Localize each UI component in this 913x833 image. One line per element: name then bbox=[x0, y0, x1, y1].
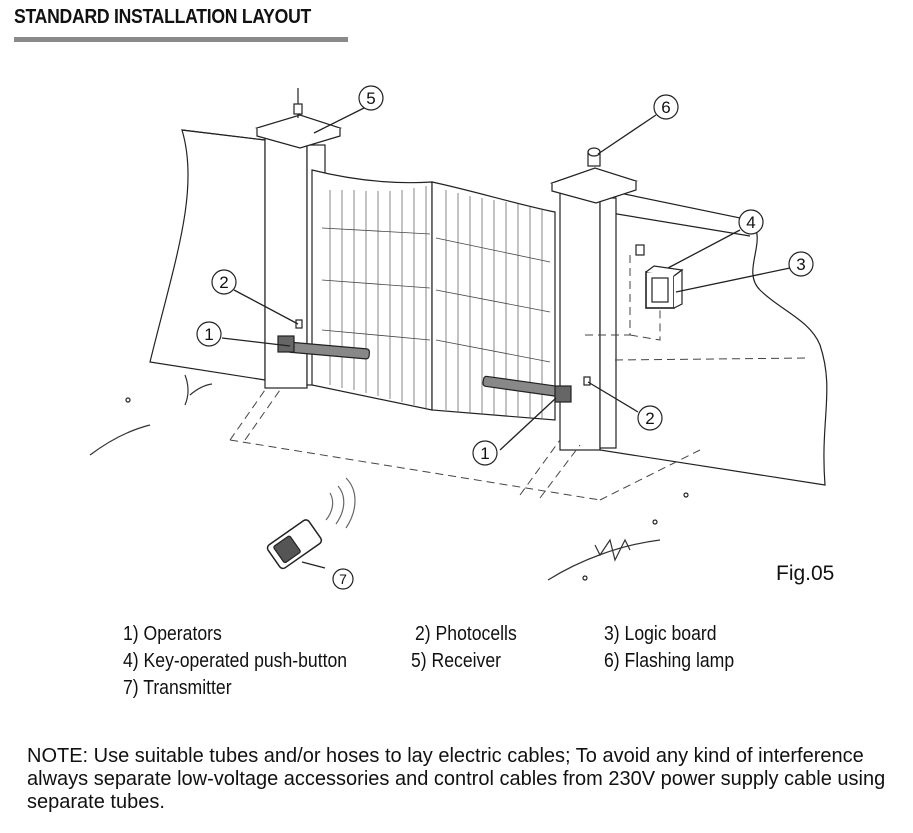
callout-operator-right bbox=[472, 440, 498, 466]
callout-photocell-left-number: 2 bbox=[219, 273, 228, 292]
key-push-button bbox=[635, 244, 645, 256]
legend-push-button: 4) Key-operated push-button bbox=[123, 650, 348, 672]
legend-photocells: 2) Photocells bbox=[415, 623, 517, 645]
transmitter bbox=[266, 519, 323, 570]
callout-push-button-number: 4 bbox=[746, 213, 755, 232]
right-wall bbox=[599, 189, 828, 486]
leader-lines bbox=[221, 107, 791, 569]
photocell-left bbox=[295, 319, 303, 329]
callout-operator-left-number: 1 bbox=[204, 325, 213, 344]
callout-operator-left bbox=[196, 321, 222, 347]
title-underline bbox=[14, 37, 348, 42]
right-pillar bbox=[549, 147, 638, 451]
gate-installation-diagram: 5 6 4 3 2 1 2 1 7 bbox=[89, 85, 828, 590]
callout-logic-board-number: 3 bbox=[796, 255, 805, 274]
left-wall bbox=[149, 129, 266, 381]
legend-receiver: 5) Receiver bbox=[411, 650, 501, 672]
callout-photocell-right bbox=[637, 405, 663, 431]
callout-photocell-right-number: 2 bbox=[645, 409, 654, 428]
operator-right bbox=[482, 375, 572, 403]
logic-board bbox=[645, 265, 684, 309]
callout-push-button bbox=[738, 209, 764, 235]
callout-receiver bbox=[358, 85, 384, 111]
legend-operators: 1) Operators bbox=[123, 623, 222, 645]
installation-note: NOTE: Use suitable tubes and/or hoses to… bbox=[27, 745, 886, 813]
callout-flashing-lamp-number: 6 bbox=[661, 98, 670, 117]
legend-transmitter: 7) Transmitter bbox=[123, 677, 232, 699]
callout-operator-right-number: 1 bbox=[480, 444, 489, 463]
callout-receiver-number: 5 bbox=[366, 89, 375, 108]
callout-flashing-lamp bbox=[653, 94, 679, 120]
callout-photocell-left bbox=[211, 269, 237, 295]
callout-transmitter bbox=[332, 568, 354, 590]
photocell-right bbox=[583, 376, 591, 386]
callout-logic-board bbox=[788, 251, 814, 277]
legend-logic-board: 3) Logic board bbox=[604, 623, 717, 645]
figure-label: Fig.05 bbox=[776, 562, 835, 585]
legend-flashing-lamp: 6) Flashing lamp bbox=[604, 650, 735, 672]
page-title: STANDARD INSTALLATION LAYOUT bbox=[14, 6, 312, 28]
callout-transmitter-number: 7 bbox=[339, 571, 347, 587]
